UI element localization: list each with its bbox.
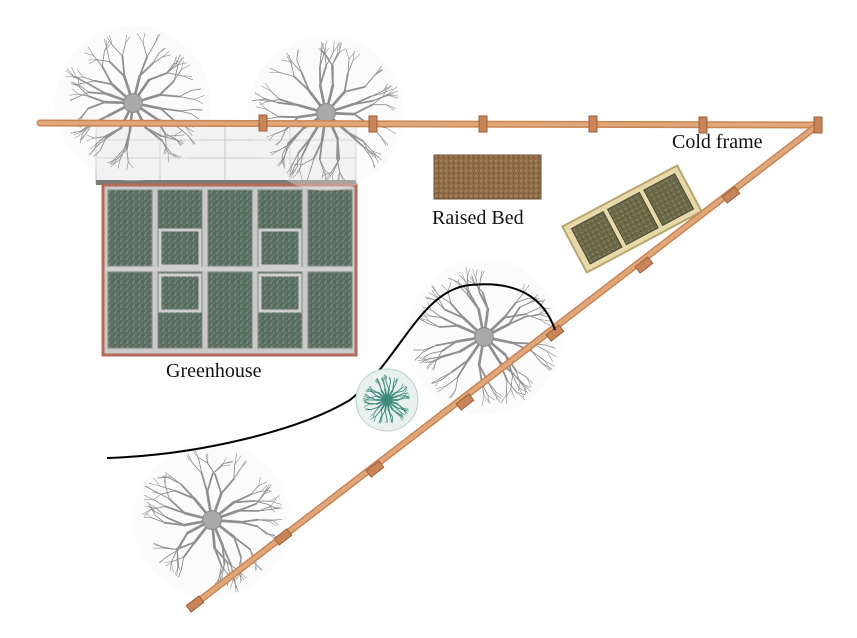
cold-frame	[561, 164, 703, 274]
greenhouse	[95, 124, 358, 357]
raised-bed-label: Raised Bed	[432, 207, 524, 229]
tree-icon	[134, 442, 290, 598]
trees	[55, 25, 562, 598]
garden-path	[106, 283, 556, 459]
cold-frame-label: Cold frame	[672, 131, 763, 153]
tree-icon	[55, 25, 211, 181]
greenhouse-label: Greenhouse	[166, 360, 262, 382]
tree-icon	[248, 35, 404, 191]
shrub-icon	[355, 368, 419, 432]
tree-icon	[406, 259, 562, 415]
greenhouse-panels	[105, 189, 354, 349]
fence-top	[36, 119, 822, 129]
raised-bed	[433, 154, 542, 200]
fence-posts	[185, 114, 823, 613]
fence-diagonal	[191, 121, 822, 608]
